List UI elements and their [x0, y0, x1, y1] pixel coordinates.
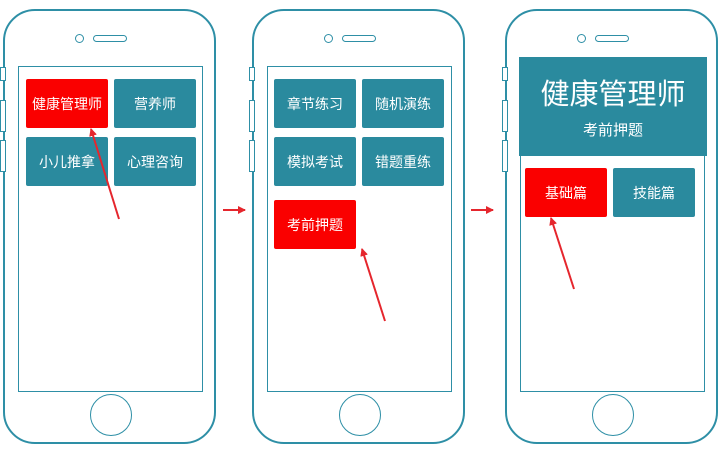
- side-button: [249, 140, 255, 172]
- speaker-icon: [93, 35, 127, 42]
- tile-psychological-counseling[interactable]: 心理咨询: [114, 137, 196, 186]
- home-button: [339, 394, 381, 436]
- tile-pre-exam-predictions[interactable]: 考前押题: [274, 200, 356, 249]
- tap-arrow-3: [549, 217, 575, 290]
- camera-icon: [577, 34, 586, 43]
- camera-icon: [75, 34, 84, 43]
- page-subtitle: 考前押题: [582, 121, 643, 139]
- tile-health-manager[interactable]: 健康管理师: [26, 79, 108, 128]
- side-button: [0, 100, 6, 132]
- tile-random-drill[interactable]: 随机演练: [362, 79, 444, 128]
- header-banner: 健康管理师 考前押题: [519, 57, 707, 156]
- tap-arrow-2: [360, 248, 386, 322]
- speaker-icon: [342, 35, 376, 42]
- side-button: [0, 140, 6, 172]
- screen-1: [18, 66, 203, 392]
- side-button: [249, 100, 255, 132]
- tile-mock-exam[interactable]: 模拟考试: [274, 137, 356, 186]
- home-button: [592, 394, 634, 436]
- home-button: [90, 394, 132, 436]
- tile-basics[interactable]: 基础篇: [525, 168, 607, 217]
- camera-icon: [324, 34, 333, 43]
- page-title: 健康管理师: [540, 77, 686, 111]
- screen-2: [267, 66, 452, 392]
- speaker-icon: [595, 35, 629, 42]
- tile-wrong-question-retry[interactable]: 错题重练: [362, 137, 444, 186]
- tile-skills[interactable]: 技能篇: [613, 168, 695, 217]
- tile-nutritionist[interactable]: 营养师: [114, 79, 196, 128]
- tile-pediatric-massage[interactable]: 小儿推拿: [26, 137, 108, 186]
- side-button: [0, 67, 6, 81]
- side-button: [249, 67, 255, 81]
- side-button: [502, 140, 508, 172]
- side-button: [502, 67, 508, 81]
- tap-arrow-1: [89, 128, 120, 220]
- side-button: [502, 100, 508, 132]
- tile-chapter-practice[interactable]: 章节练习: [274, 79, 356, 128]
